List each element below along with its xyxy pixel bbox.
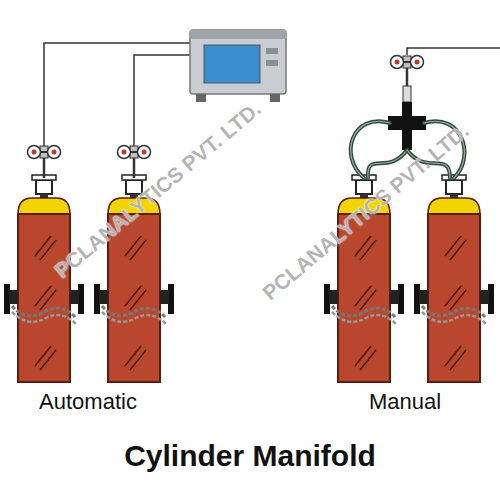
- regulators-part: [118, 146, 151, 179]
- changeover-controller-part: [190, 30, 286, 94]
- changeover-controller-part: [266, 60, 278, 66]
- cylinders-part: [4, 175, 84, 382]
- section-label: Manual: [369, 390, 441, 414]
- manual-header-part: [388, 102, 426, 150]
- changeover-controller-part: [196, 94, 206, 102]
- cylinders: [4, 175, 494, 382]
- gas-pipes-part: [134, 55, 190, 146]
- changeover-controller-part: [190, 30, 286, 39]
- diagram-title: Cylinder Manifold: [124, 439, 376, 472]
- changeover-controller-part: [204, 45, 260, 83]
- changeover-controller-part: [266, 48, 278, 54]
- gas-pipes-part: [44, 43, 190, 146]
- changeover-controller-part: [270, 94, 280, 102]
- changeover-controller: [190, 30, 286, 102]
- gas-pipes-part: [407, 48, 500, 55]
- regulators-part: [28, 146, 61, 179]
- regulators-part: [391, 56, 424, 89]
- section-label: Automatic: [39, 390, 137, 414]
- manual-header-part: [403, 86, 411, 102]
- cylinders-part: [414, 175, 494, 382]
